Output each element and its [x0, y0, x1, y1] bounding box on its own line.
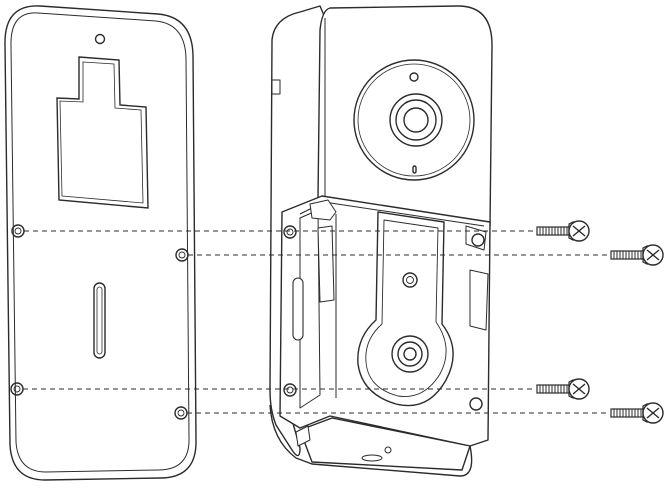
mounting-screw-4	[611, 403, 663, 423]
mounting-screw-3	[537, 379, 589, 399]
mounting-screw-1	[537, 221, 589, 241]
mounting-screw-2	[611, 245, 663, 265]
mounting-plate	[5, 6, 196, 480]
doorbell-housing	[270, 6, 492, 476]
